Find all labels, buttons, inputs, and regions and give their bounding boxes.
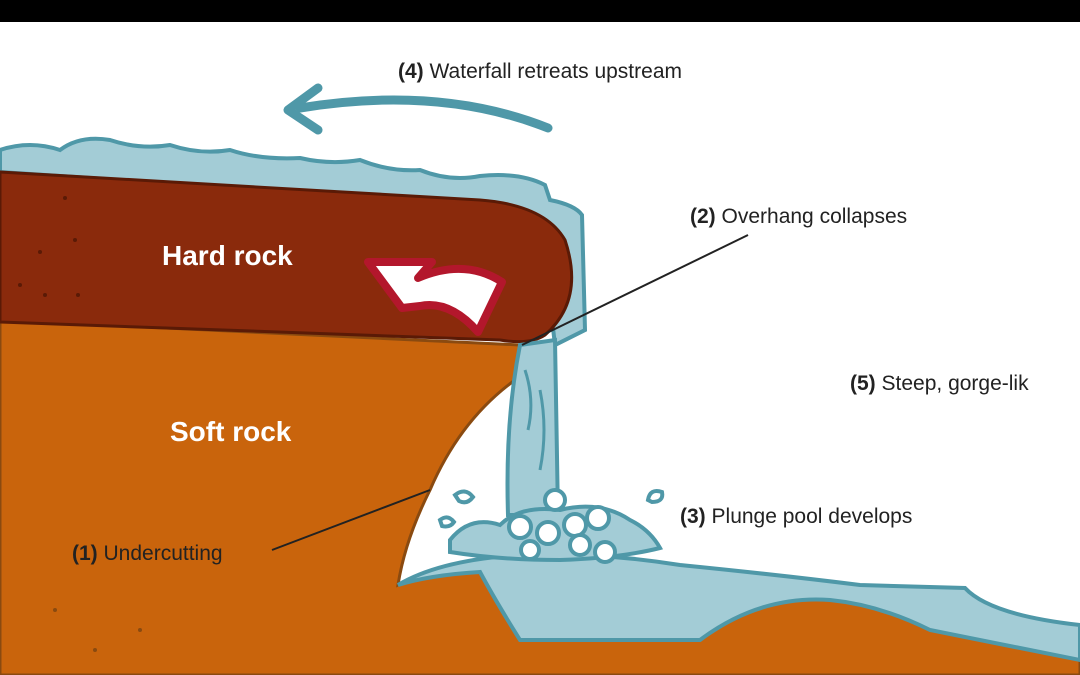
hard-rock-label: Hard rock <box>162 240 293 271</box>
splash-bubbles <box>437 488 665 564</box>
label-undercutting: (1) Undercutting <box>72 542 223 565</box>
river-water-top <box>0 136 588 349</box>
label-waterfall-retreats: (4) Waterfall retreats upstream <box>398 60 682 83</box>
falling-water <box>505 337 561 517</box>
leader-line-overhang <box>521 234 749 346</box>
label-steep-gorge: (5) Steep, gorge-lik <box>850 372 1029 395</box>
retreat-arrow-icon <box>283 83 553 135</box>
label-overhang-collapses: (2) Overhang collapses <box>690 205 908 228</box>
leader-line-undercutting <box>271 489 431 551</box>
soft-rock-label: Soft rock <box>170 416 292 447</box>
annotation-arrow-icon <box>364 258 506 336</box>
top-black-bar <box>0 0 1080 22</box>
label-plunge-pool: (3) Plunge pool develops <box>680 505 913 528</box>
